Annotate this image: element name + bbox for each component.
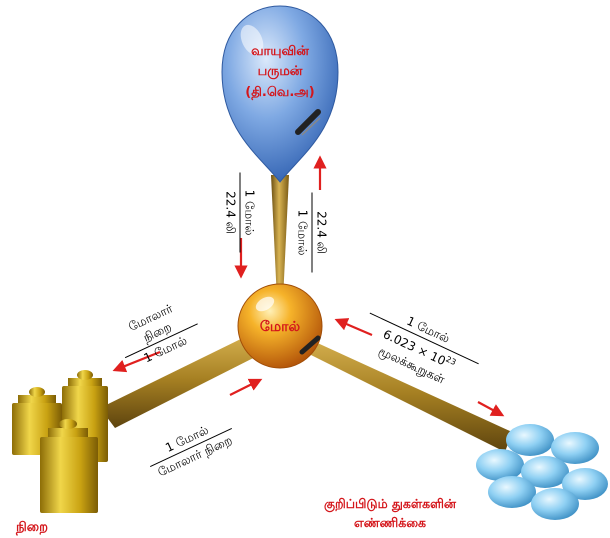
rods — [100, 175, 512, 452]
arrow-from-mass — [229, 378, 263, 396]
fraction-denominator: 22.4 லி — [223, 191, 238, 234]
arrows — [112, 155, 505, 417]
particles-label-line-2: எண்ணிக்கை — [354, 515, 427, 530]
mole-sphere-icon — [237, 283, 323, 369]
particle-count-exponent: 23 — [444, 354, 458, 368]
arrow-to-particles — [477, 401, 505, 417]
fraction-volume-to-mole: 22.4 லி 1 மோல் — [295, 192, 330, 273]
weights-icon — [12, 370, 108, 513]
fraction-numerator: 1 மோல் — [239, 172, 258, 253]
balloon-title-line-1: வாயுவின் — [251, 44, 309, 59]
arrow-to-mass — [112, 350, 161, 373]
fraction-denominator: 1 மோல் — [295, 209, 310, 256]
rod-to-molecules — [300, 335, 512, 452]
molecules-icon — [476, 424, 608, 520]
rod-to-weights — [100, 332, 265, 428]
arrow-to-mole-from-particles — [334, 318, 373, 337]
fraction-mole-to-volume: 1 மோல் 22.4 லி — [223, 172, 258, 253]
center-label: மோல் — [260, 319, 301, 335]
balloon-title-line-3: (தி.வெ.அ) — [245, 85, 314, 100]
particles-label-line-1: குறிப்பிடும் துகள்களின் — [324, 496, 457, 512]
mass-label: நிறை — [15, 520, 48, 535]
fraction-numerator: 22.4 லி — [311, 192, 330, 273]
balloon-title-line-2: பருமன் — [258, 64, 303, 79]
balloon-icon — [221, 5, 339, 183]
rod-to-balloon — [271, 175, 289, 300]
